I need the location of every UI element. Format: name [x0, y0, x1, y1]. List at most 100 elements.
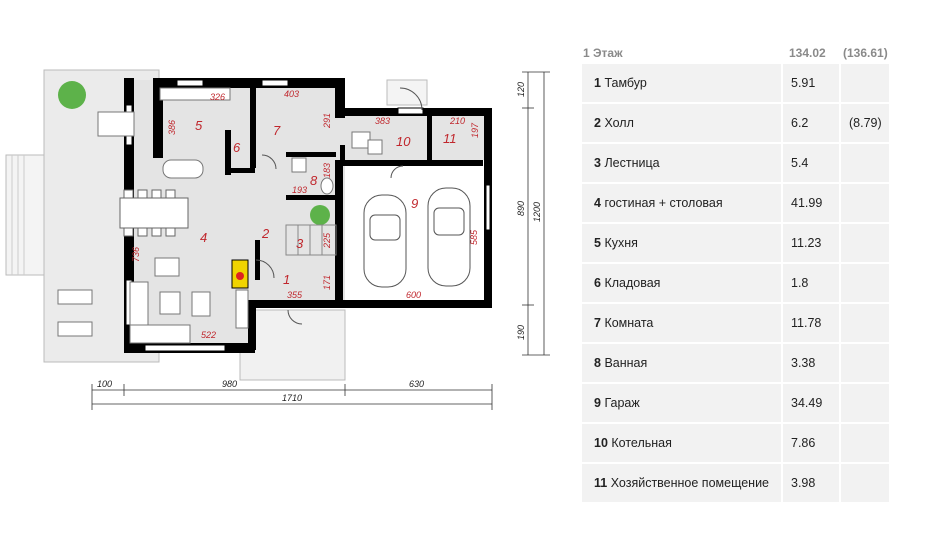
room-name: Гараж: [604, 396, 640, 410]
table-header: 1 Этаж 134.02 (136.61): [582, 42, 892, 64]
dim-225: 225: [322, 232, 332, 249]
room-extra-cell: [841, 264, 889, 302]
right-dimensions: 120 890 190 1200: [516, 82, 542, 340]
coffee-table: [159, 291, 181, 315]
dim-291: 291: [322, 113, 332, 129]
table-row: 8 Ванная 3.38: [582, 344, 892, 384]
room-number-10: 10: [396, 134, 411, 149]
room-name-cell: 3 Лестница: [582, 144, 781, 182]
room-number-9: 9: [411, 196, 418, 211]
table-row: 9 Гараж 34.49: [582, 384, 892, 424]
room-name-cell: 11 Хозяйственное помещение: [582, 464, 781, 502]
cars: [363, 187, 471, 288]
dim-210: 210: [449, 116, 465, 126]
dim-100: 100: [97, 379, 112, 389]
dim-120: 120: [516, 82, 526, 97]
room-area: 1.8: [791, 276, 809, 290]
dim-193: 193: [292, 185, 307, 195]
room-extra-cell: [841, 144, 889, 182]
room-name: Ванная: [604, 356, 648, 370]
dining-table: [119, 197, 189, 229]
room-name: Кухня: [604, 236, 638, 250]
room-area: 34.49: [791, 396, 823, 410]
room-name-cell: 5 Кухня: [582, 224, 781, 262]
room-area: 3.38: [791, 356, 816, 370]
room-name-cell: 9 Гараж: [582, 384, 781, 422]
room-extra-cell: [841, 384, 889, 422]
room-area-cell: 6.2: [783, 104, 839, 142]
right-dimension-lines: [522, 71, 550, 356]
room-extra-cell: [841, 64, 889, 102]
room-area: 11.78: [791, 316, 822, 330]
doors: [255, 87, 423, 325]
boiler-entrance-step: [386, 79, 428, 106]
sofa: [129, 281, 149, 328]
room-number: 7: [594, 316, 601, 330]
room-extra-cell: [841, 224, 889, 262]
room-area-cell: 5.4: [783, 144, 839, 182]
dim-386: 386: [167, 120, 177, 135]
dim-630: 630: [409, 379, 424, 389]
table-row: 10 Котельная 7.86: [582, 424, 892, 464]
room-number-11: 11: [443, 131, 457, 146]
dim-1710: 1710: [282, 393, 302, 403]
room-number: 5: [594, 236, 601, 250]
room-area-cell: 7.86: [783, 424, 839, 462]
room-name: гостиная + столовая: [604, 196, 723, 210]
tv-stand: [235, 289, 249, 329]
room-name-cell: 4 гостиная + столовая: [582, 184, 781, 222]
room-number-8: 8: [310, 173, 318, 188]
dim-600: 600: [406, 290, 421, 300]
dim-890: 890: [516, 201, 526, 216]
room-name: Холл: [604, 116, 634, 130]
room-number: 9: [594, 396, 601, 410]
dim-183: 183: [322, 163, 332, 178]
dim-383: 383: [375, 116, 390, 126]
floor-plan: 1 2 3 4 5 6 7 8 9 10 11 326 403 386 291 …: [5, 69, 550, 410]
room-name-cell: 2 Холл: [582, 104, 781, 142]
room-name: Кладовая: [604, 276, 661, 290]
room-area-cell: 41.99: [783, 184, 839, 222]
room-name-cell: 1 Тамбур: [582, 64, 781, 102]
room-area: 5.91: [791, 76, 816, 90]
room-area: 6.2: [791, 116, 809, 130]
room-number: 3: [594, 156, 601, 170]
floor-total-area: 134.02: [789, 46, 826, 60]
kitchen-island: [162, 159, 204, 179]
room-extra-cell: [841, 464, 889, 502]
room-number: 2: [594, 116, 601, 130]
terrace-table: [97, 111, 135, 137]
room-area: 5.4: [791, 156, 809, 170]
dim-190: 190: [516, 325, 526, 340]
room-area-cell: 5.91: [783, 64, 839, 102]
room-area-cell: 1.8: [783, 264, 839, 302]
room-area-cell: 3.98: [783, 464, 839, 502]
room-area-cell: 34.49: [783, 384, 839, 422]
dim-1200: 1200: [532, 202, 542, 222]
kitchen-counter: [159, 87, 231, 101]
room-area-table: 1 Этаж 134.02 (136.61) 1 Тамбур 5.91 2 Хол…: [582, 42, 892, 504]
room-number-3: 3: [296, 236, 304, 251]
room-number: 10: [594, 436, 608, 450]
room-extra-cell: [841, 184, 889, 222]
room-name-cell: 10 Котельная: [582, 424, 781, 462]
room-extra-cell: (8.79): [841, 104, 889, 142]
room-number: 4: [594, 196, 601, 210]
floor-title: 1 Этаж: [583, 46, 623, 60]
room-number-7: 7: [273, 123, 281, 138]
room-area: 11.23: [791, 236, 822, 250]
room-name-cell: 8 Ванная: [582, 344, 781, 382]
room-number-2: 2: [261, 226, 270, 241]
table-row: 1 Тамбур 5.91: [582, 64, 892, 104]
stairs: [285, 224, 337, 256]
room-area-cell: 11.78: [783, 304, 839, 342]
room-area-cell: 3.38: [783, 344, 839, 382]
bottom-dimensions: 100 980 630 1710: [97, 379, 424, 403]
room-name: Тамбур: [604, 76, 647, 90]
dim-522: 522: [201, 330, 216, 340]
room-area: 7.86: [791, 436, 816, 450]
